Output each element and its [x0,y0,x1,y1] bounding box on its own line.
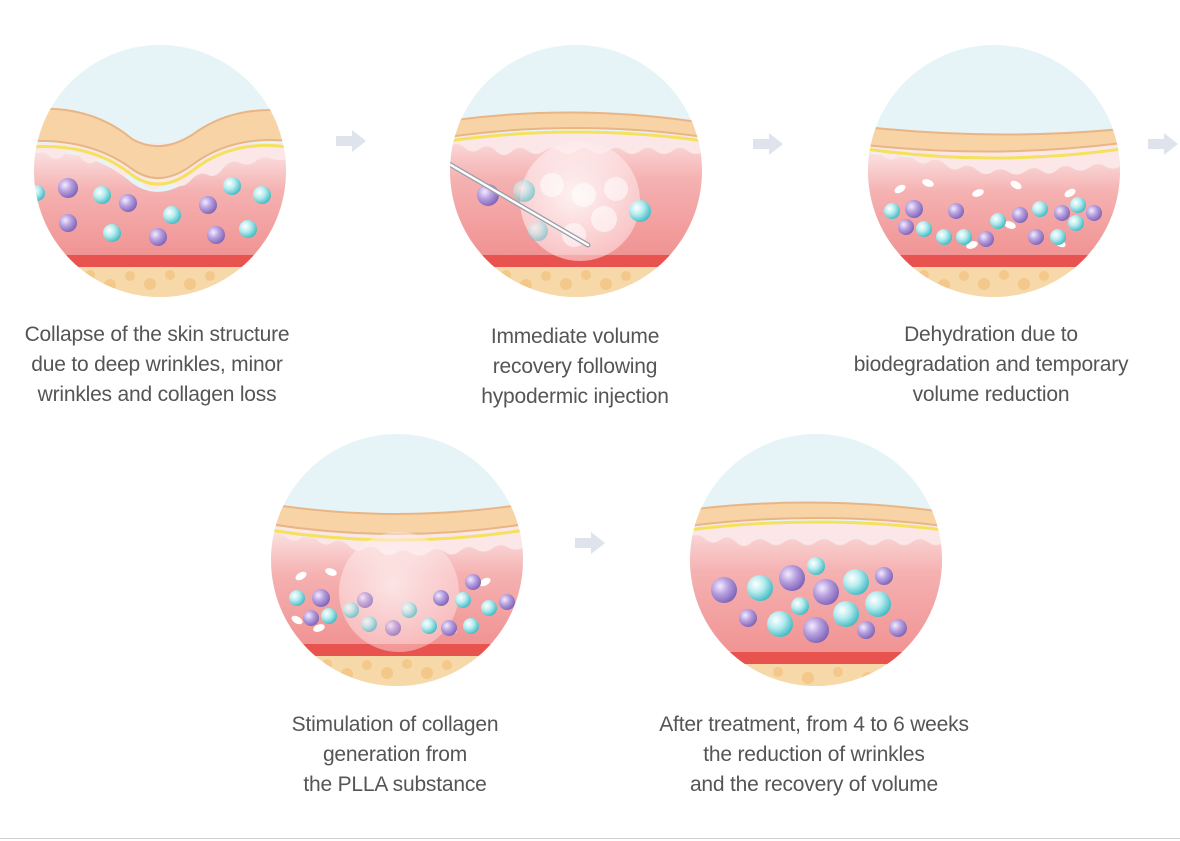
caption-line: Stimulation of collagen [291,713,499,736]
caption-line: Immediate volume [490,325,660,348]
caption-line: generation from [322,743,468,766]
skin-cross-section [868,45,1120,297]
stage-2-skin-illustration [448,43,704,299]
stage-4-skin-illustration [269,432,525,688]
caption-line: and the recovery of volume [689,773,939,796]
stage-4-caption: Stimulation of collagen generation from … [215,710,575,800]
stage-2-caption: Immediate volume recovery following hypo… [395,322,755,412]
skin-cross-section [34,45,286,297]
stage-3-skin-illustration [866,43,1122,299]
caption-line: Collapse of the skin structure [24,323,290,346]
bottom-divider [0,838,1180,839]
arrow-right-icon [1146,131,1180,157]
caption-line: recovery following [492,355,658,378]
stage-5-caption: After treatment, from 4 to 6 weeks the r… [634,710,994,800]
arrow-right-icon [334,128,368,154]
stage-1-skin-illustration [32,43,288,299]
stage-5-skin-illustration [688,432,944,688]
stage-1-caption: Collapse of the skin structure due to de… [0,320,337,410]
skin-cross-section [450,45,702,297]
arrow-right-icon [751,131,785,157]
caption-line: due to deep wrinkles, minor [31,353,283,376]
caption-line: hypodermic injection [481,385,669,408]
caption-line: the reduction of wrinkles [703,743,925,766]
caption-line: volume reduction [912,383,1070,406]
caption-line: Dehydration due to [904,323,1078,346]
skin-cross-section [271,434,523,686]
arrow-right-icon [573,530,607,556]
skin-cross-section [690,434,942,686]
caption-line: After treatment, from 4 to 6 weeks [659,713,969,736]
caption-line: the PLLA substance [303,773,487,796]
caption-line: wrinkles and collagen loss [37,383,277,406]
caption-line: biodegradation and temporary [853,353,1129,376]
stage-3-caption: Dehydration due to biodegradation and te… [811,320,1171,410]
